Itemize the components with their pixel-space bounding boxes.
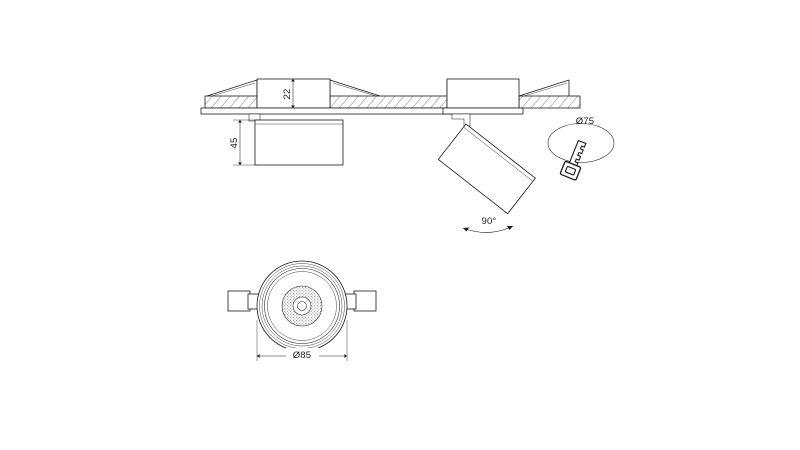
plan-view: Ø85 [227, 260, 377, 361]
fixture-left-trim-plate [200, 107, 461, 115]
tilt-angle-label: 90° [482, 216, 497, 227]
fixture-left-recess-can [256, 78, 331, 109]
dim-85-arrow-left [257, 354, 260, 358]
section-view: 22 45 [200, 78, 581, 233]
ceiling-slab-left [204, 95, 258, 109]
dim-22-label: 22 [282, 89, 293, 100]
dim-22-arrow-top [291, 79, 295, 82]
tilt-arc-arrow-left [463, 227, 469, 232]
fixture-left-body [254, 119, 344, 166]
ceiling-slab-right [518, 95, 581, 109]
dimension-body-height: 45 [229, 119, 258, 166]
dim-85-label: Ø85 [293, 350, 312, 361]
dim-45-label: 45 [229, 138, 240, 149]
plan-ring-5 [267, 271, 337, 341]
dimension-recess-depth: 22 [282, 79, 295, 108]
fixture-right-trim-plate [442, 107, 524, 115]
key-bow-hole [564, 165, 577, 176]
fixture-left [200, 78, 461, 166]
cutout-view: Ø75 [547, 116, 615, 181]
fixture-right-body-group [437, 123, 536, 215]
installation-key-icon [559, 139, 587, 181]
fixture-right-body [437, 123, 536, 215]
dimension-outer-diameter: Ø85 [256, 320, 348, 361]
key-blade [568, 139, 587, 167]
cutout-diameter-label: Ø75 [576, 116, 595, 127]
plan-ring-4 [264, 268, 340, 344]
dimension-tilt-angle: 90° [462, 216, 514, 233]
dim-45-arrow-top [238, 120, 242, 123]
plan-ring-3 [261, 265, 343, 347]
dim-22-arrow-bottom [291, 105, 295, 108]
dim-45-arrow-bottom [238, 162, 242, 165]
fixture-left-pivot-stem [248, 113, 261, 122]
plan-lens-center [297, 301, 307, 311]
spring-clip-left-outer [227, 290, 251, 312]
fixture-right-recess-can [446, 78, 520, 109]
tilt-arc-arrow-right [507, 226, 513, 230]
fixture-right-body-seam [463, 126, 534, 182]
spring-clips [227, 290, 377, 312]
dim-85-label-bg [286, 348, 319, 360]
fixture-right [437, 78, 536, 215]
spring-clip-right-outer [353, 290, 377, 312]
dim-85-arrow-right [344, 354, 347, 358]
fixture-right-pivot-yoke [451, 113, 471, 127]
ceiling-slab-middle [329, 95, 448, 109]
plan-lens [281, 285, 323, 327]
